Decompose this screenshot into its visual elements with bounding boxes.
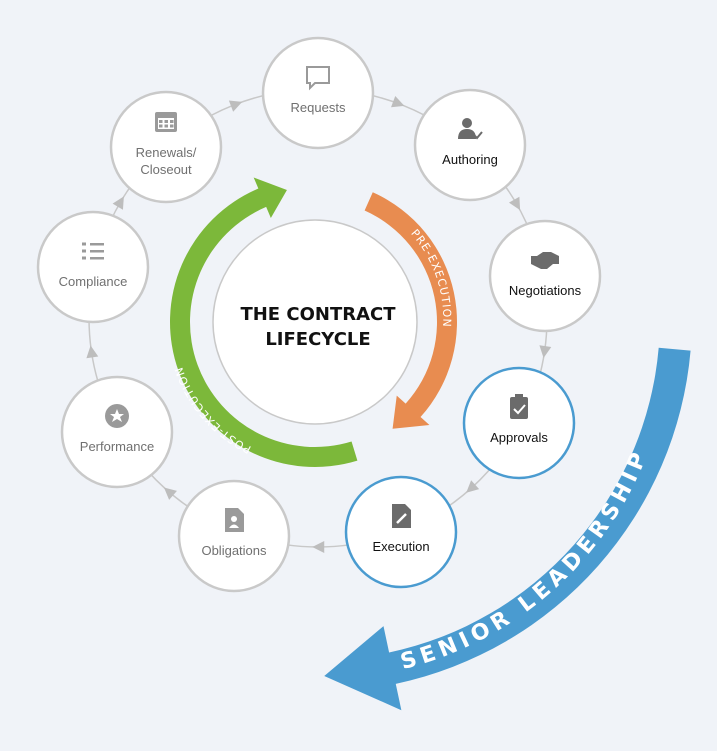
flow-arrow-icon <box>163 487 177 500</box>
user-check-icon <box>458 118 483 140</box>
stage-label: Renewals/ <box>136 145 197 160</box>
center-title-line1: THE CONTRACT <box>240 304 396 325</box>
speech-bubble-icon <box>306 66 330 91</box>
stage-label: Approvals <box>490 430 548 445</box>
flow-arrow-icon <box>508 196 521 211</box>
calendar-icon <box>155 112 177 132</box>
stage-label: Execution <box>372 539 429 554</box>
stage-label: Negotiations <box>509 283 582 298</box>
clipboard-check-icon <box>510 394 528 419</box>
stage-label: Obligations <box>201 543 267 558</box>
stage-node-renewals: Renewals/Closeout <box>109 90 223 204</box>
stage-node-negotiations: Negotiations <box>488 219 602 333</box>
center-circle: THE CONTRACT LIFECYCLE <box>212 219 418 425</box>
checklist-icon <box>82 242 104 260</box>
stage-node-compliance: Compliance <box>36 210 150 324</box>
star-badge-icon <box>105 404 129 428</box>
flow-arrow-icon <box>466 480 480 493</box>
flow-arrow-icon <box>312 540 325 553</box>
stage-node-execution: Execution <box>344 475 458 589</box>
stage-node-authoring: Authoring <box>413 88 527 202</box>
flow-arrow-icon <box>228 100 243 112</box>
stage-label-line2: Closeout <box>140 162 192 177</box>
flow-arrow-icon <box>391 95 405 108</box>
stage-label: Compliance <box>59 274 128 289</box>
flow-arrow-icon <box>539 345 552 358</box>
document-pen-icon <box>392 504 411 528</box>
handshake-icon <box>531 252 559 269</box>
flow-arrow-icon <box>112 196 124 210</box>
document-person-icon <box>225 508 244 532</box>
stage-node-approvals: Approvals <box>462 366 576 480</box>
stage-node-obligations: Obligations <box>177 479 291 593</box>
stage-node-performance: Performance <box>60 375 174 489</box>
center-title-line2: LIFECYCLE <box>265 329 370 350</box>
stage-label: Authoring <box>442 152 498 167</box>
stage-node-requests: Requests <box>261 36 375 150</box>
stage-label: Requests <box>291 100 346 115</box>
flow-arrow-icon <box>86 345 99 359</box>
stage-label: Performance <box>80 439 154 454</box>
